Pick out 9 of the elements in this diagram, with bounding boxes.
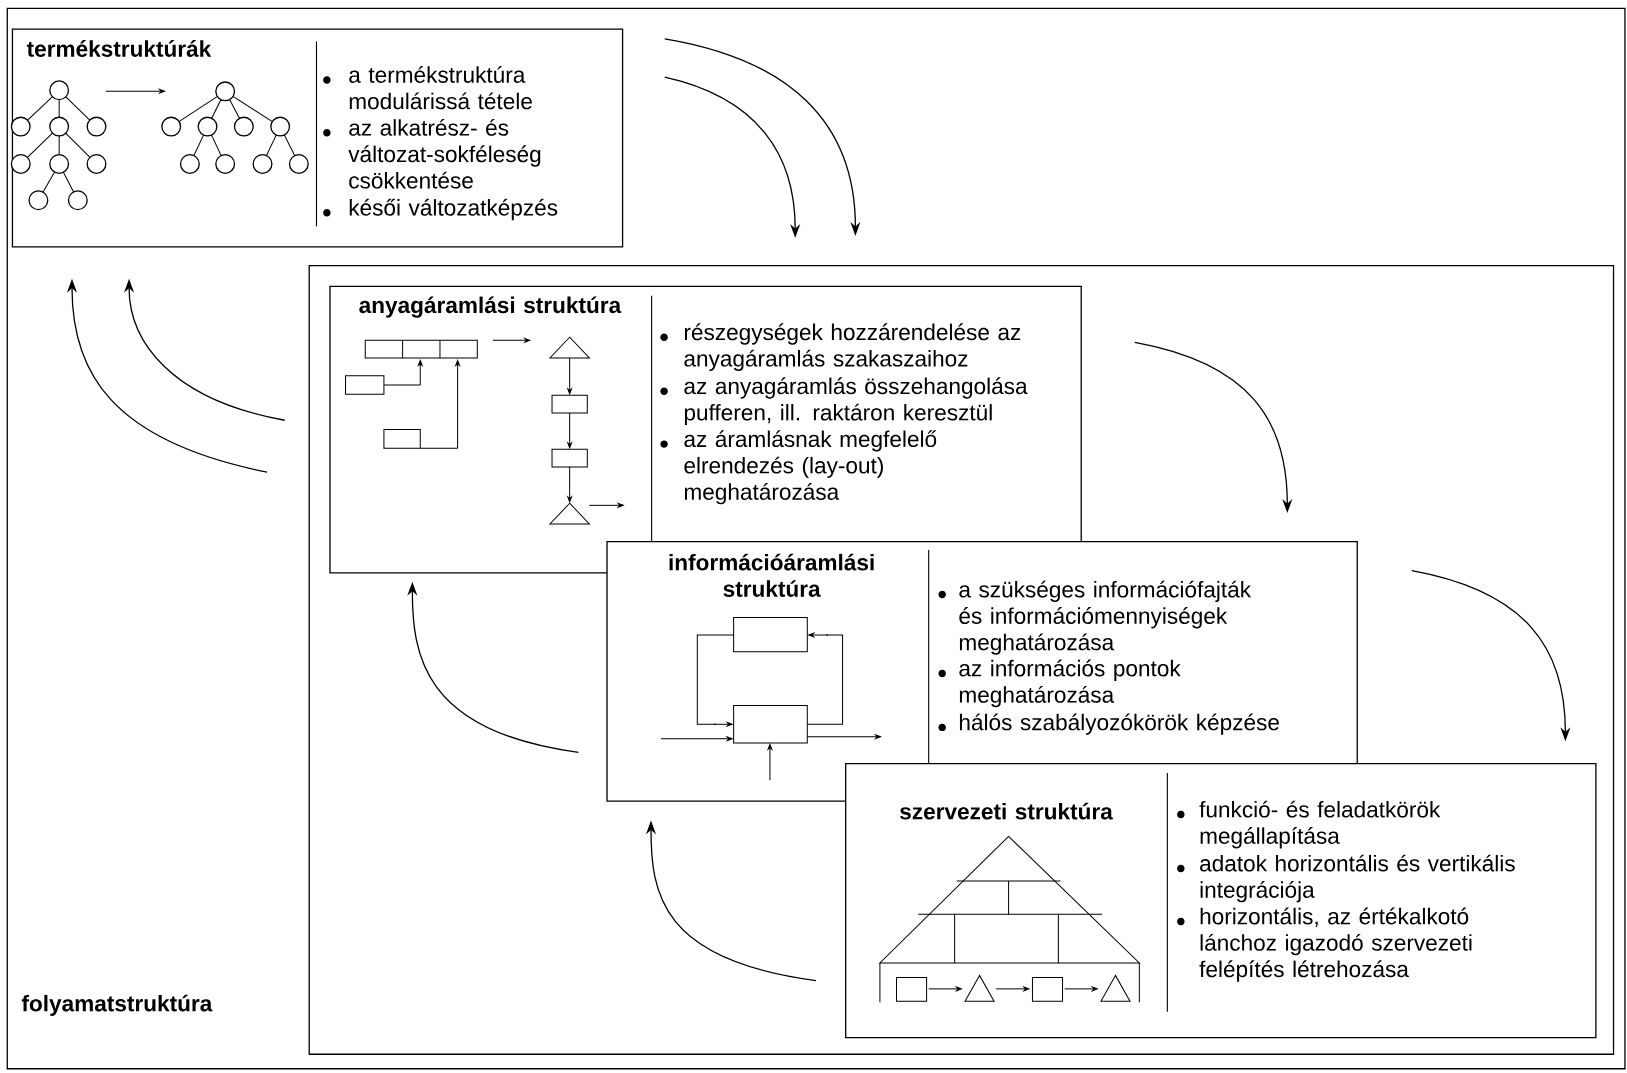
box-heading: szervezeti struktúra: [900, 802, 1113, 820]
bullet-item: késői változatképzés: [323, 198, 558, 221]
box-heading: termékstruktúrák: [26, 40, 212, 57]
box-heading: anyagáramlási struktúra: [359, 296, 622, 318]
box-heading: folyamatstruktúra: [21, 994, 213, 1016]
bullet-item: horizontális, az értékalkotó lánchoz igazodó szervezeti felépítés létrehozása: [1177, 907, 1472, 982]
box-heading: információáramlási struktúra: [669, 553, 874, 597]
bullet-item: az áramlásnak megfelelő elrendezés (lay-out) meghatározása: [660, 430, 937, 505]
bullet-item: hálós szabályozókörök képzése: [938, 713, 1279, 735]
